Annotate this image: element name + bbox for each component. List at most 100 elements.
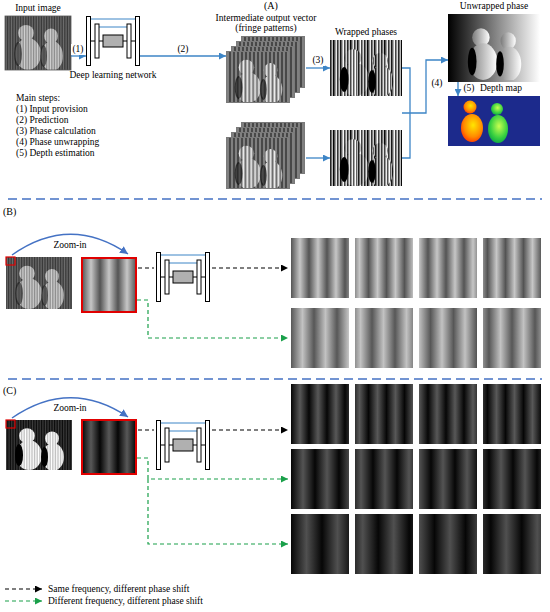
panel-heading: Deep learning network [69, 71, 156, 81]
step-number: (3) [311, 55, 324, 66]
unwrapped-phase-image [448, 14, 540, 82]
unwrapped-phase-image [448, 14, 540, 82]
legend: Same frequency, different phase shiftDif… [4, 583, 203, 607]
legend-text: Different frequency, different phase shi… [48, 596, 203, 606]
zoomed-fringe [82, 258, 136, 312]
panel-heading: Wrapped phases [335, 28, 397, 38]
same-frequency-arrow [138, 430, 288, 431]
same-frequency-arrow [212, 267, 288, 268]
fringe-stack [226, 51, 290, 104]
input-image [6, 420, 15, 428]
image-panel: Wrapped phases [330, 40, 402, 186]
fringe-pattern [291, 238, 550, 368]
step-arrow [140, 55, 226, 56]
fringe-pattern [466, 308, 550, 368]
network-icon [87, 17, 140, 66]
wrapped-phase-image [330, 40, 402, 97]
step-number: (2) [176, 44, 189, 55]
fringe-stack [226, 137, 290, 190]
fringe-pattern [291, 384, 550, 574]
same-frequency-arrow [138, 267, 154, 268]
step-arrow [402, 60, 448, 113]
input-image [6, 257, 72, 310]
step-number: (1) [71, 44, 84, 55]
panel-heading: Unwrapped phase [460, 2, 528, 12]
different-frequency-arrow [148, 479, 288, 544]
same-frequency-arrow [138, 268, 288, 269]
panel-separator [8, 199, 542, 379]
depth-map-image [464, 101, 477, 114]
image-panel: Unwrapped phase [448, 14, 540, 82]
image-panel: Deep learning network [86, 16, 140, 66]
panel-separator [8, 198, 542, 200]
network-icon [157, 421, 210, 470]
image-panel: Intermediate output vector (fringe patte… [226, 36, 306, 189]
network-icon [87, 17, 140, 66]
legend-sample [4, 596, 44, 606]
zoom-arrow [12, 398, 128, 418]
different-frequency-arrow [137, 458, 288, 479]
step-item: (2) Prediction [16, 115, 69, 126]
steps-heading: Main steps: [16, 93, 60, 104]
fringe-pattern [465, 449, 550, 509]
zoom-arrow [12, 398, 128, 418]
step-arrow [457, 82, 458, 96]
input-image [6, 257, 72, 310]
unwrapped-phase-image [469, 28, 521, 81]
zoomed-fringe [82, 420, 136, 474]
fringe-pattern [465, 449, 550, 509]
input-image [6, 420, 72, 471]
fringe-stack [226, 36, 305, 190]
zoomed-fringe [82, 258, 136, 312]
panel-heading: Input image [15, 4, 61, 14]
step-item: (4) Phase unwrapping [16, 137, 99, 148]
fringe-pattern [470, 238, 550, 298]
flow-arrow [306, 157, 330, 158]
depth-map-image [491, 103, 503, 115]
legend-line [5, 588, 42, 589]
wrapped-phase-image [330, 130, 402, 187]
step-arrow [71, 55, 86, 56]
zoom-arrow [12, 234, 128, 255]
fringe-pattern [466, 308, 550, 368]
zoomed-fringe [82, 420, 136, 474]
panel-letter: (C) [3, 385, 16, 397]
zoomed-fringe [82, 420, 136, 474]
legend-sample [4, 584, 44, 594]
panel-separator [8, 378, 542, 380]
input-image [5, 16, 71, 70]
depth-map-image [448, 96, 540, 146]
input-image [5, 16, 71, 71]
zoom-label: Zoom-in [53, 240, 86, 251]
zoomed-fringe [82, 420, 136, 474]
fringe-pattern [470, 384, 550, 444]
panel-heading: Depth map [480, 84, 522, 94]
panel-letter: (A) [264, 0, 278, 12]
step-number: (4) [430, 78, 443, 89]
different-frequency-arrow [137, 458, 288, 544]
panel-letter: (B) [3, 206, 16, 218]
input-image [5, 16, 71, 71]
depth-map-image [461, 114, 483, 142]
panel-heading: Intermediate output vector (fringe patte… [208, 14, 324, 34]
zoom-arrow [12, 234, 128, 255]
fringe-pattern [466, 308, 550, 368]
fringe-pattern [470, 384, 550, 444]
fringe-pattern [460, 514, 550, 574]
same-frequency-arrow [212, 429, 288, 430]
step-number: (5) [462, 83, 475, 94]
same-frequency-arrow [138, 429, 154, 430]
network-icon [157, 253, 210, 302]
depth-map-image [488, 115, 508, 143]
image-panel: Input image [5, 16, 71, 70]
fringe-pattern [460, 514, 550, 574]
depth-map-image [448, 96, 540, 146]
step-item: (5) Depth estimation [16, 148, 95, 159]
network-icon [157, 421, 210, 470]
legend-line [5, 600, 42, 601]
fringe-pattern [460, 514, 550, 574]
legend-item: Same frequency, different phase shift [4, 583, 203, 595]
input-image [6, 420, 72, 470]
